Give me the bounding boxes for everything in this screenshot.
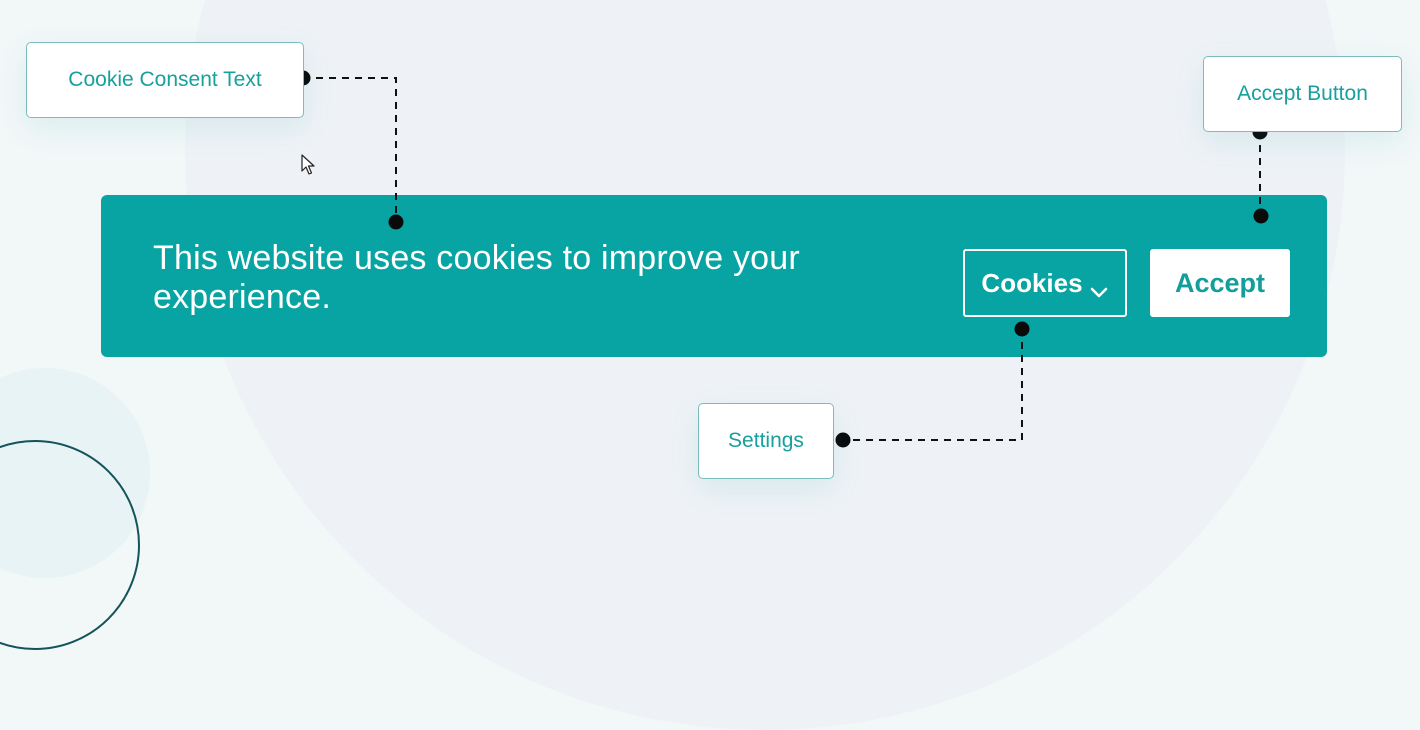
- cookie-consent-text: This website uses cookies to improve you…: [153, 239, 800, 316]
- connector-dot: [835, 432, 851, 448]
- connector-settings: [843, 329, 1023, 441]
- cookies-settings-dropdown[interactable]: Cookies: [963, 249, 1127, 317]
- connector-dot: [1253, 208, 1269, 224]
- mouse-pointer-icon: [301, 154, 317, 176]
- callout-cookie-consent-text: Cookie Consent Text: [26, 42, 304, 118]
- cookies-button-label: Cookies: [981, 267, 1083, 298]
- callout-label: Accept Button: [1237, 82, 1368, 105]
- callout-label: Cookie Consent Text: [68, 68, 262, 91]
- chevron-down-icon: [1089, 276, 1109, 298]
- accept-button[interactable]: Accept: [1150, 249, 1290, 317]
- callout-label: Settings: [728, 429, 804, 452]
- connector-dot: [388, 214, 404, 230]
- callout-accept-button: Accept Button: [1203, 56, 1402, 132]
- connector-cookie-text: [303, 77, 397, 222]
- cookie-consent-banner: This website uses cookies to improve you…: [101, 195, 1327, 357]
- connector-dot: [1014, 321, 1030, 337]
- callout-settings: Settings: [698, 403, 834, 479]
